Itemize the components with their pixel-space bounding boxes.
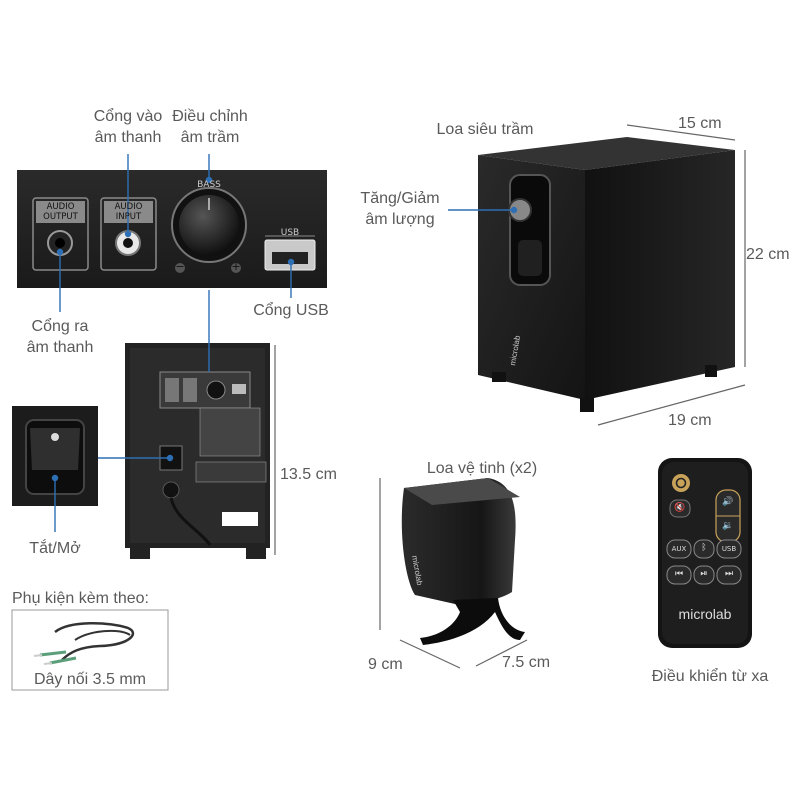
remote-control-illustration [658, 458, 752, 648]
satellite-speaker [401, 478, 525, 645]
callout-lines [51, 154, 518, 532]
subwoofer-rear-view [125, 343, 270, 559]
rear-panel-closeup [17, 170, 327, 288]
cable-illustration [11, 609, 169, 691]
subwoofer-front-view [478, 137, 735, 412]
power-switch-closeup [12, 406, 98, 506]
dimension-lines [274, 124, 746, 669]
